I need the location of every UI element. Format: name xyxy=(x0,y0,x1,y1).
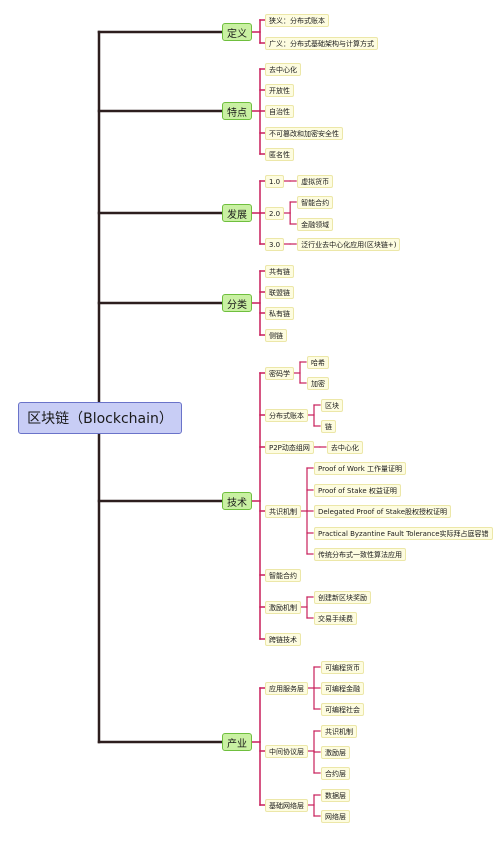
child-node: 泛行业去中心化应用(区块链+) xyxy=(297,237,401,251)
item-node: 自治性 xyxy=(265,104,294,118)
item-node: 广义：分布式基础架构与计算方式 xyxy=(265,36,378,50)
child-node: 金融领域 xyxy=(297,217,334,231)
child-node: 智能合约 xyxy=(297,195,334,209)
child-node: 创建新区块奖励 xyxy=(314,590,371,604)
item-node: 去中心化 xyxy=(265,62,301,76)
item-node: 联盟链 xyxy=(265,285,294,299)
category-node: 分类 xyxy=(222,294,252,312)
child-node: 网络层 xyxy=(321,809,350,823)
item-node: 基础网络层 xyxy=(265,798,308,812)
child-node: 交易手续费 xyxy=(314,611,357,625)
root-node-blockchain: 区块链（Blockchain） xyxy=(18,402,182,434)
child-node: 链 xyxy=(321,419,336,433)
child-node: 虚拟货币 xyxy=(297,174,334,188)
item-node: 私有链 xyxy=(265,306,294,320)
item-node: 1.0 xyxy=(265,174,285,188)
item-node: 共有链 xyxy=(265,264,294,278)
category-node: 定义 xyxy=(222,23,252,41)
item-node: 密码学 xyxy=(265,366,294,380)
item-node: P2P动态组网 xyxy=(265,440,314,454)
child-node: 哈希 xyxy=(307,355,329,369)
category-node: 特点 xyxy=(222,102,252,120)
child-node: 可编程社会 xyxy=(321,702,364,716)
child-node: 激励层 xyxy=(321,745,350,759)
category-node: 技术 xyxy=(222,492,252,510)
child-node: 传统分布式一致性算法应用 xyxy=(314,547,406,561)
child-node: 可编程金融 xyxy=(321,681,364,695)
child-node: Delegated Proof of Stake股权授权证明 xyxy=(314,504,452,518)
item-node: 跨链技术 xyxy=(265,632,301,646)
child-node: 区块 xyxy=(321,398,343,412)
child-node: 共识机制 xyxy=(321,724,357,738)
category-node: 发展 xyxy=(222,204,252,222)
item-node: 匿名性 xyxy=(265,147,294,161)
child-node: Proof of Stake 权益证明 xyxy=(314,483,401,497)
child-node: 合约层 xyxy=(321,766,350,780)
category-node: 产业 xyxy=(222,733,252,751)
child-node: 数据层 xyxy=(321,788,350,802)
item-node: 激励机制 xyxy=(265,600,301,614)
item-node: 应用服务层 xyxy=(265,681,308,695)
child-node: 加密 xyxy=(307,376,329,390)
item-node: 侧链 xyxy=(265,328,287,342)
item-node: 3.0 xyxy=(265,237,285,251)
item-node: 中间协议层 xyxy=(265,744,308,758)
item-node: 智能合约 xyxy=(265,568,301,582)
child-node: 可编程货币 xyxy=(321,660,364,674)
item-node: 分布式账本 xyxy=(265,408,308,422)
child-node: 去中心化 xyxy=(326,440,363,454)
item-node: 共识机制 xyxy=(265,504,301,518)
item-node: 不可篡改和加密安全性 xyxy=(265,126,343,140)
child-node: Practical Byzantine Fault Tolerance实际拜占庭… xyxy=(314,526,493,540)
child-node: Proof of Work 工作量证明 xyxy=(314,461,406,475)
item-node: 开放性 xyxy=(265,83,294,97)
item-node: 狭义：分布式账本 xyxy=(265,13,329,27)
item-node: 2.0 xyxy=(265,206,285,220)
